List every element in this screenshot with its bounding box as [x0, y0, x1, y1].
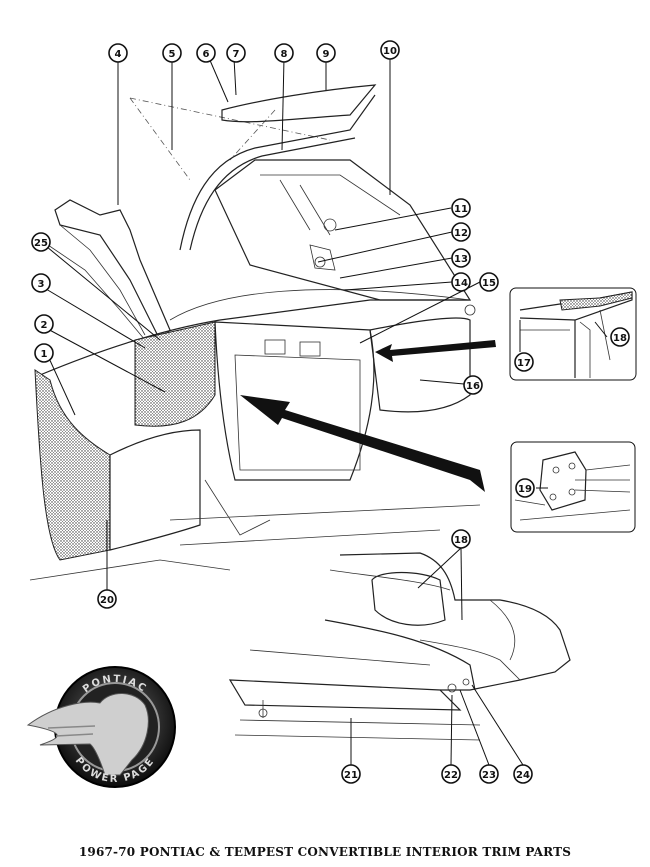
svg-text:2: 2 — [41, 320, 48, 331]
callout-14: 14 — [451, 272, 471, 292]
callout-21: 21 — [341, 764, 361, 784]
svg-text:18: 18 — [454, 535, 468, 546]
callout-13: 13 — [451, 248, 471, 268]
svg-text:25: 25 — [34, 238, 48, 249]
svg-text:11: 11 — [454, 204, 468, 215]
callout-18-liner: 18 — [451, 529, 471, 549]
svg-text:18: 18 — [613, 333, 627, 344]
svg-text:7: 7 — [233, 49, 240, 60]
svg-text:8: 8 — [281, 49, 288, 60]
diagram-caption: 1967-70 PONTIAC & TEMPEST CONVERTIBLE IN… — [78, 845, 572, 859]
callout-4: 4 — [108, 43, 128, 63]
svg-text:20: 20 — [100, 595, 114, 606]
svg-text:3: 3 — [38, 279, 45, 290]
svg-text:14: 14 — [454, 278, 468, 289]
detail-inset-19 — [510, 441, 636, 533]
callout-15: 15 — [479, 272, 499, 292]
detail-inset-17-18 — [509, 287, 637, 381]
svg-text:10: 10 — [383, 46, 397, 57]
arrow-to-detail-19 — [240, 395, 485, 492]
callout-16: 16 — [463, 375, 483, 395]
callout-19: 19 — [515, 478, 535, 498]
callout-8: 8 — [274, 43, 294, 63]
callout-25: 25 — [31, 232, 51, 252]
svg-text:6: 6 — [203, 49, 210, 60]
callout-20: 20 — [97, 589, 117, 609]
callout-23: 23 — [479, 764, 499, 784]
arrow-to-detail-17-18 — [375, 340, 496, 362]
callout-10: 10 — [380, 40, 400, 60]
callout-24: 24 — [513, 764, 533, 784]
callout-2: 2 — [34, 314, 54, 334]
callout-3: 3 — [31, 273, 51, 293]
callout-7: 7 — [226, 43, 246, 63]
body-drawing — [29, 84, 481, 581]
svg-text:24: 24 — [516, 770, 530, 781]
callout-6: 6 — [196, 43, 216, 63]
svg-text:17: 17 — [517, 358, 531, 369]
svg-text:5: 5 — [169, 49, 176, 60]
leader-lines — [40, 55, 608, 766]
svg-text:15: 15 — [482, 278, 496, 289]
callout-9: 9 — [316, 43, 336, 63]
callout-12: 12 — [451, 222, 471, 242]
callout-1: 1 — [34, 343, 54, 363]
callout-17: 17 — [514, 352, 534, 372]
svg-text:22: 22 — [444, 770, 458, 781]
callout-11: 11 — [451, 198, 471, 218]
svg-text:12: 12 — [454, 228, 468, 239]
svg-text:4: 4 — [115, 49, 122, 60]
pontiac-power-page-logo: PONTIAC POWER PAGE — [26, 666, 176, 788]
svg-text:13: 13 — [454, 254, 468, 265]
callout-5: 5 — [162, 43, 182, 63]
svg-text:1: 1 — [41, 349, 48, 360]
svg-text:16: 16 — [466, 381, 480, 392]
svg-text:19: 19 — [518, 484, 532, 495]
svg-text:23: 23 — [482, 770, 496, 781]
callout-22: 22 — [441, 764, 461, 784]
callout-18-inset: 18 — [610, 327, 630, 347]
svg-text:9: 9 — [323, 49, 330, 60]
well-liner-drawing — [228, 552, 571, 741]
svg-text:21: 21 — [344, 770, 358, 781]
